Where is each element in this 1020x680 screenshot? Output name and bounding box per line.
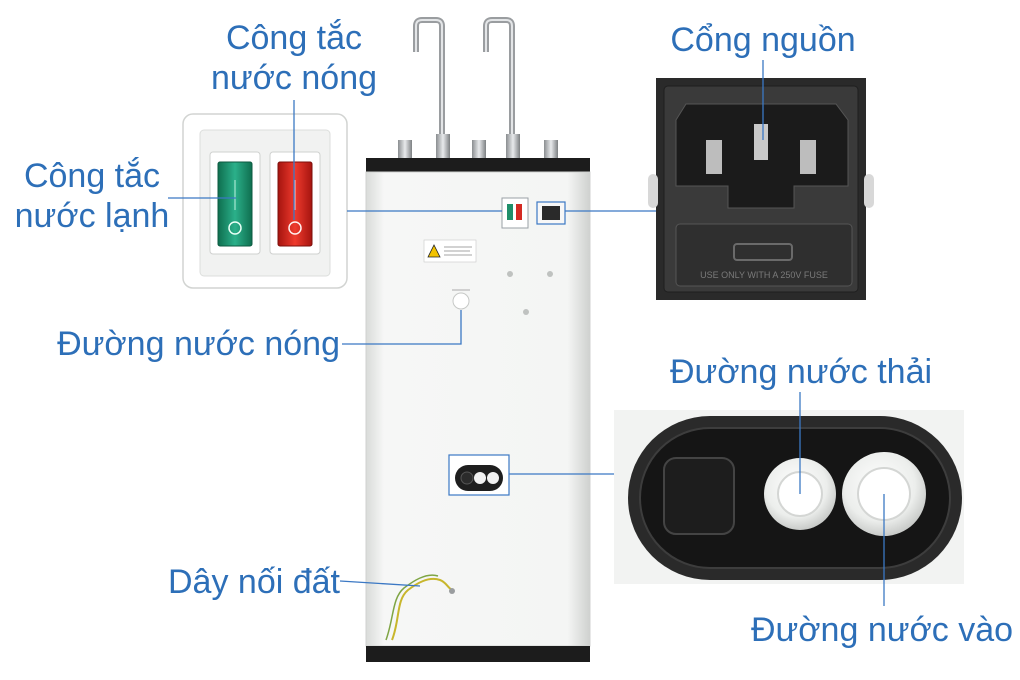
top-fittings: [398, 134, 558, 160]
label-cold-switch: Công tắc nước lạnh: [8, 156, 176, 236]
water-purifier-cabinet: [365, 158, 591, 662]
label-hot-switch: Công tắc nước nóng: [204, 18, 384, 98]
label-hot-switch-line1: Công tắc: [225, 19, 363, 57]
power-port-inset: USE ONLY WITH A 250V FUSE: [648, 78, 874, 300]
label-ground-wire: Dây nối đất: [168, 563, 340, 601]
label-power-port: Cổng nguồn: [670, 21, 856, 59]
label-inlet-water-line: Đường nước vào: [750, 611, 1014, 649]
label-hot-switch-line2: nước nóng: [210, 59, 378, 97]
leader-ground-wire: [339, 580, 421, 587]
label-cold-switch-line1: Công tắc: [23, 157, 161, 195]
leader-hot-water: [342, 310, 462, 345]
water-ports-inset: [614, 410, 964, 584]
faucet-pipes: [413, 17, 515, 140]
label-cold-switch-line2: nước lạnh: [14, 197, 170, 235]
switch-panel-inset: [182, 113, 348, 289]
label-waste-water-line: Đường nước thải: [669, 353, 933, 391]
label-hot-water-line: Đường nước nóng: [57, 325, 340, 363]
fuse-text: USE ONLY WITH A 250V FUSE: [700, 270, 828, 280]
leader-lines: [168, 60, 885, 606]
